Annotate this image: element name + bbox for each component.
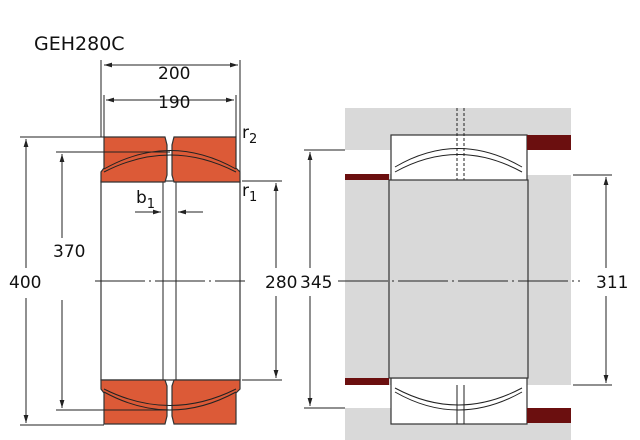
product-title: GEH280C [34,33,125,55]
mounting-view [304,108,612,440]
dim-outer-diameter: 400 [9,273,41,293]
seal-bottom-right [527,408,571,423]
seal-top-right [527,135,571,150]
dim-inner-width: 190 [158,93,190,113]
seal-left-top [345,174,389,180]
outer-ring-top [100,136,241,183]
label-r2: r2 [242,123,257,147]
outer-ring-bottom [390,377,528,425]
seal-left-bottom [345,378,389,385]
label-b1: b1 [136,188,155,212]
inner-ring [388,179,529,379]
dim-bore: 280 [265,273,297,293]
dim-housing-shoulder: 345 [300,273,332,293]
dim-shaft-shoulder: 311 [596,273,628,293]
dim-sphere-diameter: 370 [53,242,85,262]
label-r1: r1 [242,181,257,205]
dim-outer-width: 200 [158,64,190,84]
bearing-section-view [20,60,282,426]
outer-ring-top [390,134,528,182]
outer-ring-bottom [100,379,241,425]
